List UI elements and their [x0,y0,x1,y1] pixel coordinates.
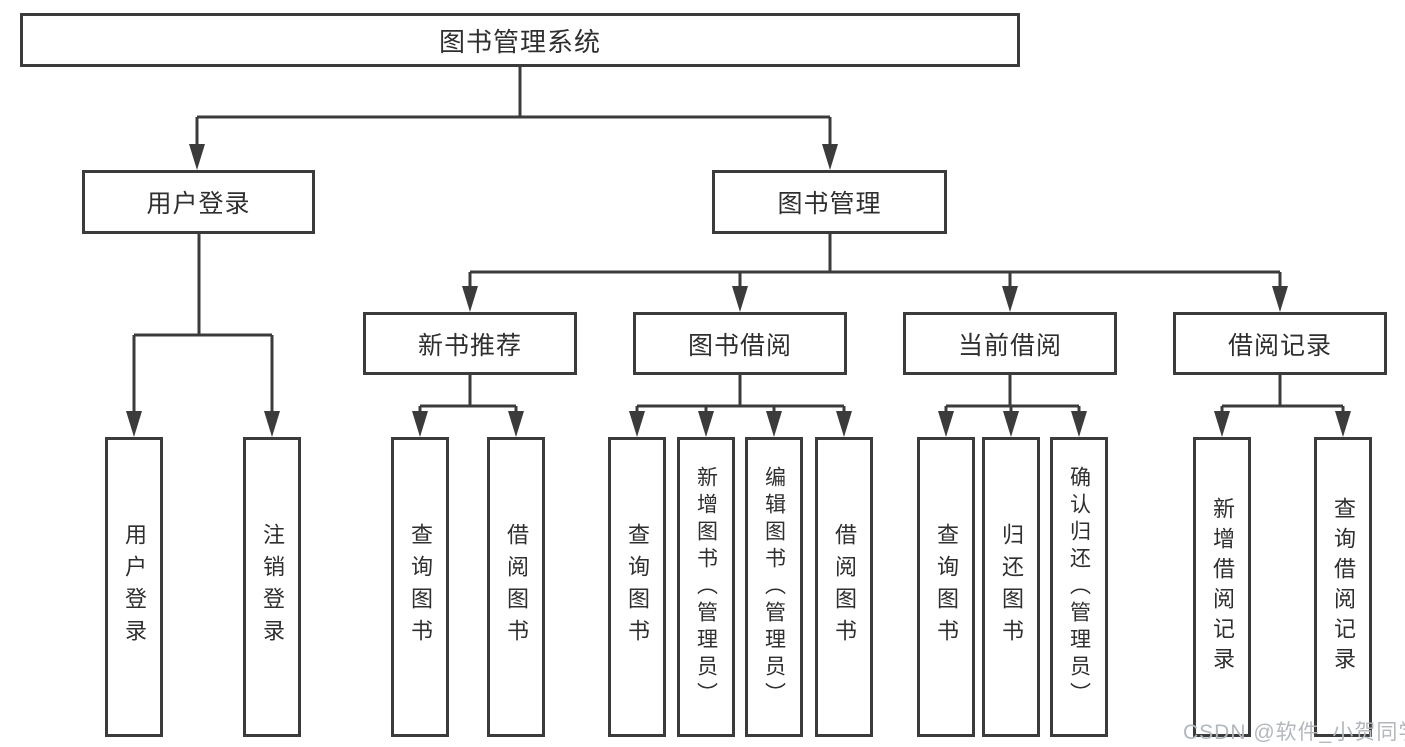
leaf-logout-label: 注销登录 [260,523,285,651]
arrowhead-book-mgmt [822,144,838,170]
leaf-borrow-books-1: 借阅图书 [487,437,545,737]
leaf-borrow-books-2-label: 借阅图书 [832,523,857,651]
connector-root-lines [195,65,832,150]
arrowhead-book-borrow [732,286,748,312]
connector-user-login-to-leaves [126,234,280,437]
node-current-borrow: 当前借阅 [903,312,1117,375]
connector-root-to-level2 [189,65,838,170]
leaf-return-book-label: 归还图书 [999,523,1024,651]
arrowhead-leaf-return-book [1003,411,1019,437]
arrowhead-borrow-records [1272,286,1288,312]
leaf-edit-book-admin: 编辑图书（管理员） [745,437,803,737]
connector-current-borrow-to-leaves [938,375,1087,437]
node-root-label: 图书管理系统 [438,26,601,57]
leaf-query-books-1-label: 查询图书 [408,523,433,651]
leaf-add-borrow-record-label: 新增借阅记录 [1210,497,1235,677]
connector-book-mgmt-lines [468,234,1282,292]
node-book-borrow-label: 图书借阅 [687,331,792,360]
node-book-borrow: 图书借阅 [633,312,847,375]
arrowhead-leaf-add-book [698,411,714,437]
arrowhead-leaf-add-record [1214,411,1230,437]
connector-book-borrow-to-leaves [629,375,852,437]
leaf-query-books-3: 查询图书 [917,437,975,737]
leaf-query-books-3-label: 查询图书 [934,523,959,651]
leaf-confirm-return-admin: 确认归还（管理员） [1050,437,1108,737]
leaf-borrow-books-1-label: 借阅图书 [504,523,529,651]
arrowhead-new-book-rec [462,286,478,312]
node-user-login: 用户登录 [82,170,315,234]
leaf-query-books-2-label: 查询图书 [625,523,650,651]
arrowhead-current-borrow [1002,286,1018,312]
arrowhead-leaf-user-login [126,411,142,437]
node-current-borrow-label: 当前借阅 [957,331,1062,360]
leaf-borrow-books-2: 借阅图书 [815,437,873,737]
leaf-add-borrow-record: 新增借阅记录 [1193,437,1251,737]
node-borrow-records: 借阅记录 [1173,312,1387,375]
leaf-logout: 注销登录 [243,437,301,737]
leaf-user-login: 用户登录 [105,437,163,737]
connector-book-mgmt-to-level3 [462,234,1288,312]
arrowhead-user-login [189,144,205,170]
node-book-mgmt-label: 图书管理 [777,190,882,218]
node-new-book-rec: 新书推荐 [363,312,577,375]
connector-borrow-records-to-leaves [1214,375,1351,437]
csdn-watermark: CSDN @软件_小贺同学 [1183,721,1405,744]
arrowhead-leaf-query-books-1 [412,411,428,437]
arrowhead-leaf-query-books-3 [938,411,954,437]
arrowhead-leaf-borrow-books-2 [836,411,852,437]
node-borrow-records-label: 借阅记录 [1227,331,1332,360]
arrowhead-leaf-confirm-return [1071,411,1087,437]
arrowhead-leaf-edit-book [766,411,782,437]
leaf-add-book-admin: 新增图书（管理员） [677,437,735,737]
leaf-confirm-return-admin-label: 确认归还（管理员） [1067,465,1091,709]
connector-new-book-rec-lines [418,375,518,417]
arrowhead-leaf-borrow-books-1 [508,411,524,437]
leaf-query-books-1: 查询图书 [391,437,449,737]
leaf-query-borrow-record: 查询借阅记录 [1314,437,1372,737]
leaf-user-login-label: 用户登录 [122,523,147,651]
node-book-mgmt: 图书管理 [712,170,947,234]
connector-borrow-records-lines [1220,375,1345,417]
connector-user-login-lines [132,234,274,417]
connector-current-borrow-lines [944,375,1081,417]
leaf-edit-book-admin-label: 编辑图书（管理员） [762,465,786,709]
node-root: 图书管理系统 [20,13,1020,67]
leaf-query-books-2: 查询图书 [608,437,666,737]
leaf-query-borrow-record-label: 查询借阅记录 [1331,497,1356,677]
node-user-login-label: 用户登录 [146,190,251,218]
arrowhead-leaf-logout [264,411,280,437]
leaf-add-book-admin-label: 新增图书（管理员） [694,465,718,709]
connector-new-book-rec-to-leaves [412,375,524,437]
connector-book-borrow-lines [635,375,846,417]
node-new-book-rec-label: 新书推荐 [417,331,522,360]
arrowhead-leaf-query-record [1335,411,1351,437]
arrowhead-leaf-query-books-2 [629,411,645,437]
leaf-return-book: 归还图书 [982,437,1040,737]
